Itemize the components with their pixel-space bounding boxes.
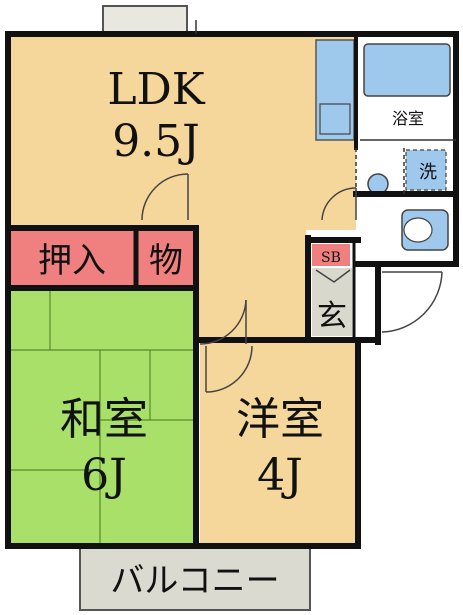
yoshitsu-floor (200, 342, 356, 544)
wash-label: 洗 (419, 162, 437, 183)
washitsu-name: 和室 (60, 394, 148, 445)
washitsu-size: 6J (81, 450, 127, 501)
genkan-label: 玄 (317, 299, 347, 334)
ldk-name: LDK (107, 64, 205, 115)
tatami-lines (10, 290, 196, 544)
shoe-box (312, 244, 350, 266)
ldk-size: 9.5J (112, 116, 200, 167)
mono-label: 物 (149, 241, 183, 281)
balcony (79, 547, 311, 611)
washing-machine-icon (405, 149, 447, 191)
sb-label: SB (321, 250, 341, 266)
mono-closet (138, 230, 194, 286)
ldk-lower-floor (196, 228, 306, 340)
washitsu-floor (10, 290, 196, 544)
ldk-floor (8, 34, 356, 230)
balcony-label: バルコニー (110, 561, 279, 601)
oshiire-closet (10, 230, 134, 286)
kitchen-sink-icon (319, 103, 351, 135)
yoshitsu-name: 洋室 (236, 394, 324, 445)
bath-label: 浴室 (392, 109, 424, 128)
toilet-icon (401, 209, 449, 251)
bathtub-icon (363, 43, 451, 97)
top-window-frame (102, 5, 188, 33)
entrance-floor (312, 268, 352, 336)
door-arcs (141, 173, 443, 393)
inner-lines (195, 20, 456, 196)
oshiire-label: 押入 (38, 241, 106, 281)
walls (5, 31, 459, 549)
yoshitsu-size: 4J (257, 450, 303, 501)
